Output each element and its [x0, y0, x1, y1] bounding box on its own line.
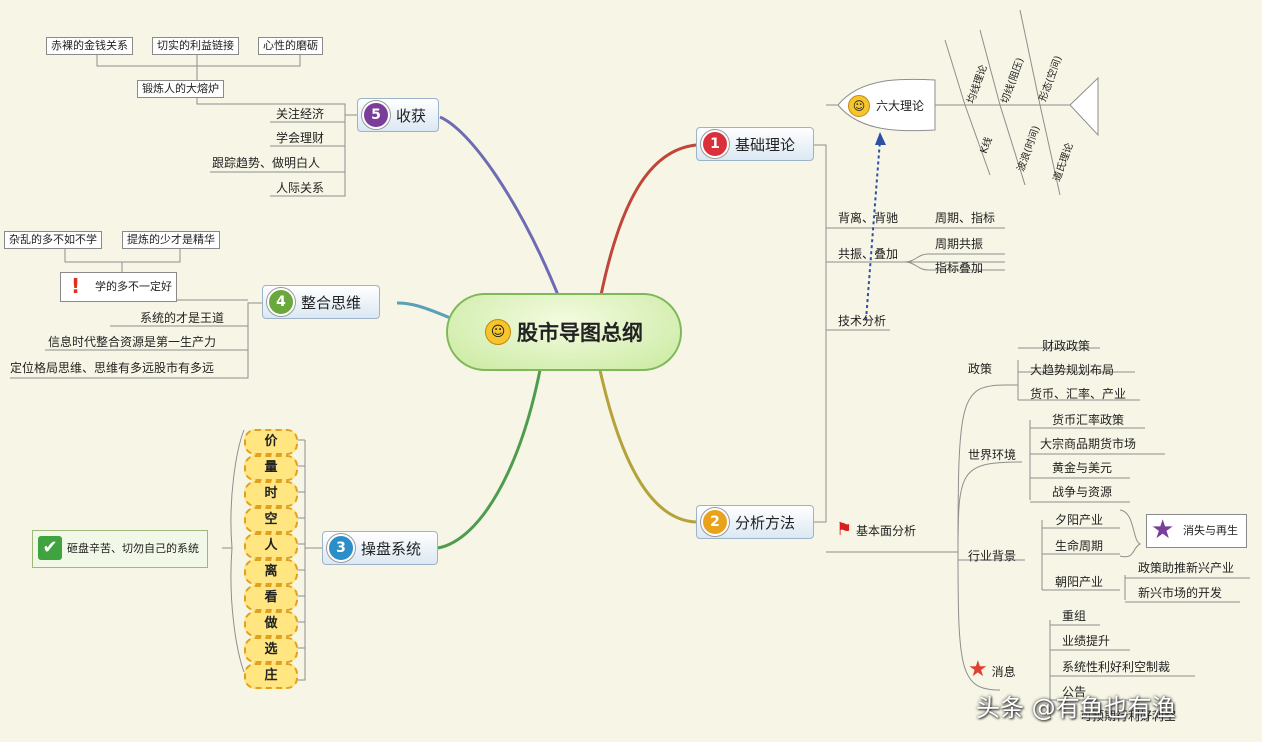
topic-label: 基础理论	[735, 135, 796, 154]
exclamation-icon: !	[71, 274, 81, 298]
news-item: 可预期行利好利空	[1080, 709, 1177, 723]
industry-item: 生命周期	[1055, 539, 1104, 553]
topic-trading-system[interactable]: 3 操盘系统	[322, 531, 438, 565]
ops-cell: 价	[244, 429, 298, 455]
central-topic: ☺ 股市导图总纲	[446, 293, 682, 371]
smile-icon: ☺	[848, 95, 870, 117]
checkmark-icon: ✔	[38, 536, 62, 560]
tech-row1b: 周期、指标	[935, 211, 996, 225]
policy-item: 大趋势规划布局	[1030, 363, 1115, 377]
tech-row1a: 背离、背驰	[838, 211, 899, 225]
world-item: 战争与资源	[1052, 485, 1113, 499]
number-2-icon: 2	[701, 508, 729, 536]
harvest-top-1: 赤裸的金钱关系	[46, 37, 133, 55]
topic-label: 分析方法	[735, 513, 796, 532]
smile-icon: ☺	[485, 319, 511, 345]
topic-basic-theory[interactable]: 1 基础理论	[696, 127, 814, 161]
ops-cell: 时	[244, 481, 298, 507]
ops-cell: 选	[244, 637, 298, 663]
topic-harvest[interactable]: 5 收获	[357, 98, 439, 132]
news-label: 消息	[991, 665, 1016, 679]
integrate-item: 信息时代整合资源是第一生产力	[48, 335, 217, 349]
harvest-item: 关注经济	[276, 107, 325, 121]
news-item: 系统性利好利空制裁	[1062, 660, 1171, 674]
topic-label: 操盘系统	[361, 539, 422, 558]
news-item: 公告	[1062, 685, 1087, 699]
topic-analysis-method[interactable]: 2 分析方法	[696, 505, 814, 539]
tech-row2b: 周期共振	[935, 237, 984, 251]
ops-note: ✔ 砸盘辛苦、切勿自己的系统	[32, 530, 208, 568]
industry-side: ★ 消失与再生	[1146, 514, 1247, 548]
ops-cell: 庄	[244, 663, 298, 689]
ops-cell: 离	[244, 559, 298, 585]
fundamental-analysis: ⚑ 基本面分析	[836, 519, 916, 540]
flag-icon: ⚑	[836, 519, 853, 540]
industry-item: 朝阳产业	[1055, 575, 1104, 589]
ops-cell: 看	[244, 585, 298, 611]
tech-analysis-label: 技术分析	[838, 314, 887, 328]
industry-side-label: 消失与再生	[1183, 524, 1238, 537]
topic-integration[interactable]: 4 整合思维	[262, 285, 380, 319]
news-item: 业绩提升	[1062, 634, 1111, 648]
ops-cell: 量	[244, 455, 298, 481]
ops-cell: 做	[244, 611, 298, 637]
integrate-item: 定位格局思维、思维有多远股市有多远	[10, 361, 215, 375]
number-3-icon: 3	[327, 534, 355, 562]
number-4-icon: 4	[267, 288, 295, 316]
harvest-mid: 锻炼人的大熔炉	[137, 80, 224, 98]
policy-item: 货币、汇率、产业	[1030, 387, 1127, 401]
fundamental-label: 基本面分析	[855, 524, 916, 538]
industry-label: 行业背景	[968, 549, 1017, 563]
industry-sub: 政策助推新兴产业	[1138, 561, 1235, 575]
world-item: 货币汇率政策	[1052, 413, 1125, 427]
tech-row2c: 指标叠加	[935, 261, 984, 275]
integrate-top-2: 提炼的少才是精华	[122, 231, 220, 249]
topic-label: 收获	[396, 106, 427, 125]
ops-cell: 空	[244, 507, 298, 533]
harvest-item: 跟踪趋势、做明白人	[212, 156, 321, 170]
industry-item: 夕阳产业	[1055, 513, 1104, 527]
harvest-top-3: 心性的磨砺	[258, 37, 323, 55]
fish-head-label: 六大理论	[876, 99, 925, 113]
star-icon: ★	[968, 657, 988, 682]
harvest-item: 学会理财	[276, 131, 325, 145]
news-item: 重组	[1062, 609, 1087, 623]
news-node: ★ 消息	[968, 659, 1016, 681]
ops-cell: 人	[244, 533, 298, 559]
policy-item: 财政政策	[1042, 339, 1091, 353]
watermark: 头条 @有鱼也有渔	[976, 694, 1176, 722]
topic-label: 整合思维	[301, 293, 362, 312]
harvest-top-2: 切实的利益链接	[152, 37, 239, 55]
integrate-mid-label: 学的多不一定好	[95, 280, 172, 293]
fish-head: ☺ 六大理论	[848, 95, 924, 117]
tech-row2a: 共振、叠加	[838, 247, 899, 261]
star-icon: ★	[1151, 515, 1175, 545]
policy-label: 政策	[968, 362, 993, 376]
integrate-mid: ! 学的多不一定好	[60, 272, 177, 302]
number-5-icon: 5	[362, 101, 390, 129]
central-title: 股市导图总纲	[517, 321, 643, 345]
integrate-top-1: 杂乱的多不如不学	[4, 231, 102, 249]
industry-sub: 新兴市场的开发	[1138, 586, 1223, 600]
ops-note-label: 砸盘辛苦、切勿自己的系统	[67, 542, 199, 555]
world-item: 大宗商品期货市场	[1040, 437, 1137, 451]
world-item: 黄金与美元	[1052, 461, 1113, 475]
integrate-item: 系统的才是王道	[140, 311, 225, 325]
world-label: 世界环境	[968, 448, 1017, 462]
number-1-icon: 1	[701, 130, 729, 158]
harvest-item: 人际关系	[276, 181, 325, 195]
